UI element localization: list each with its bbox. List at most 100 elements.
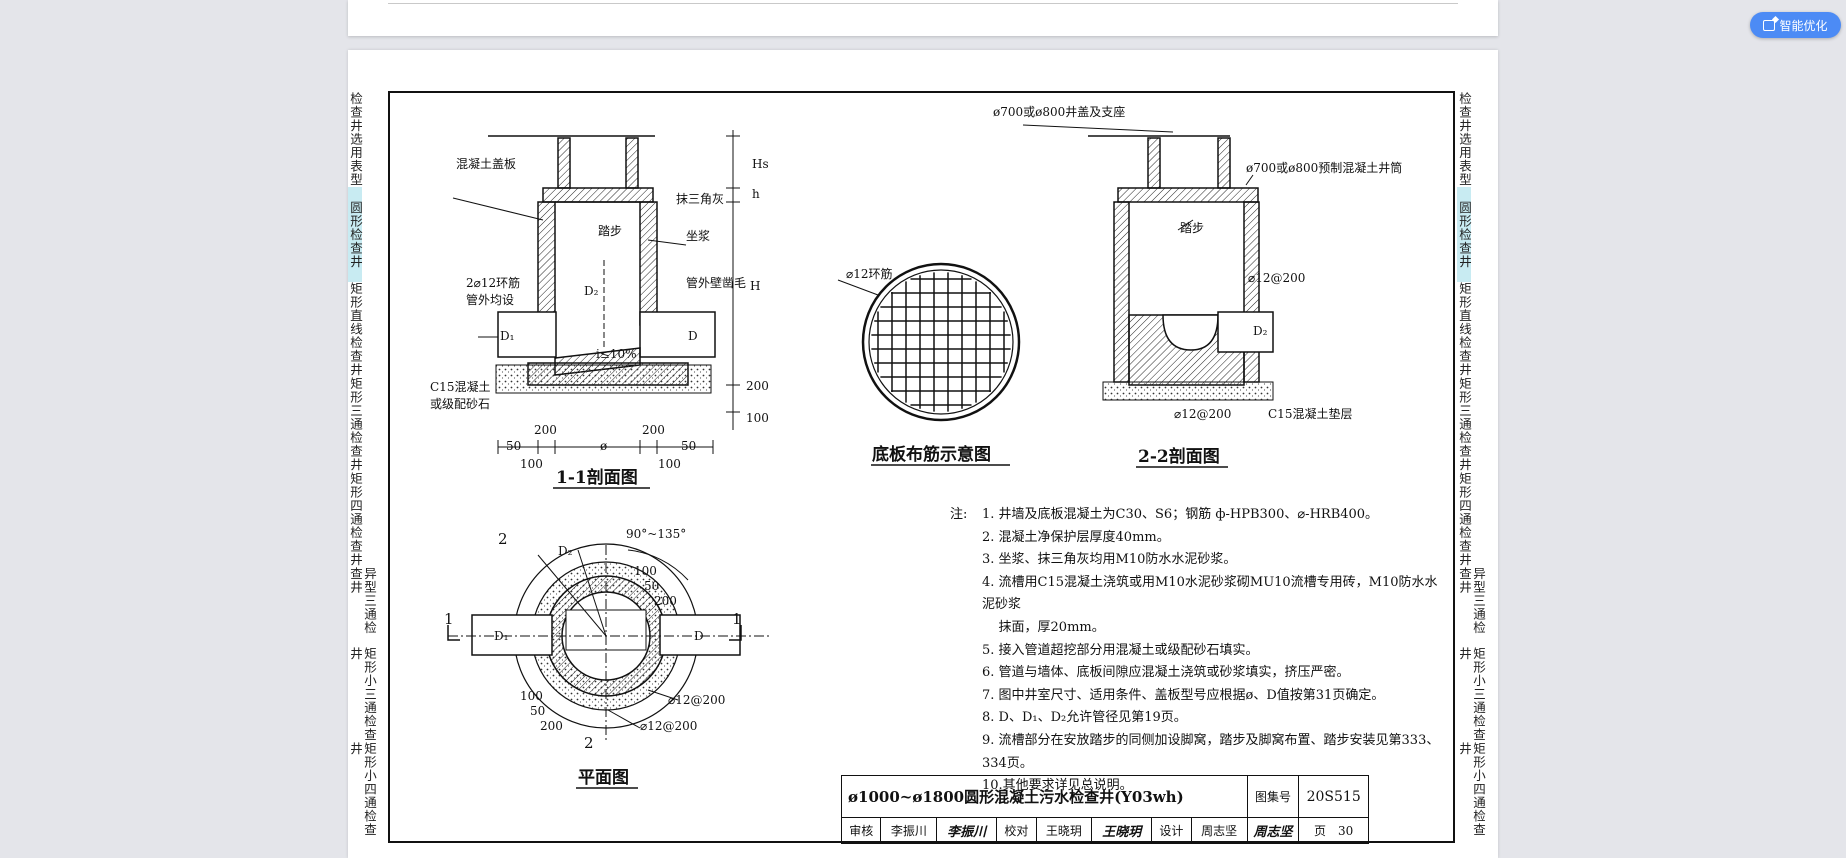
notes-section: 注: 1. 井墙及底板混凝土为C30、S6；钢筋 ф-HPB300、⌀-HRB4… (950, 504, 1450, 798)
label-ring-rebar: 2⌀12环筋 (466, 275, 520, 290)
tab-label: 矩形直线检查井 (348, 282, 363, 377)
label-mortar: 坐浆 (686, 228, 710, 243)
tab-label: 矩形四通检查井 (1457, 472, 1472, 567)
designer-name: 周志坚 (1190, 817, 1248, 844)
left-tab-rect-tee[interactable]: 矩形三通检查井 (348, 377, 363, 472)
left-tab-round-well[interactable]: 圆形检查井 (348, 187, 363, 282)
previous-page (348, 0, 1498, 36)
dim-phi: ø (600, 439, 607, 453)
right-tab-rect-tee[interactable]: 矩形三通检查井 (1457, 377, 1472, 472)
left-side-tabs: 检查井选用表型 圆形检查井 矩形直线检查井 矩形三通检查井 矩形四通检查井 异型… (348, 92, 388, 837)
right-tab-rect-cross[interactable]: 矩形四通检查井 (1457, 472, 1472, 567)
cover-slab (542, 187, 654, 203)
label-c15-cushion: C15混凝土垫层 (1268, 406, 1352, 421)
section-1-1-labels: 混凝土盖板 坐浆 抹三角灰 踏步 2⌀12环筋 管外均设 管外壁凿毛 C15混凝… (430, 156, 769, 488)
dim-100-left: 100 (520, 457, 543, 471)
dim-200-vert: 200 (746, 379, 769, 393)
drawing-title: ø1000~ø1800圆形混凝土污水检查井(Y03wh) (841, 775, 1248, 818)
dim-50-left: 50 (506, 439, 521, 453)
section-1-1-title: 1-1剖面图 (556, 467, 638, 488)
right-tab-rect-small-tee[interactable]: 矩形小三通检查井 (1457, 647, 1486, 742)
left-tab-selection-table[interactable]: 检查井选用表型 (348, 92, 363, 187)
note-item: 3. 坐浆、抹三角灰均用M10防水水泥砂浆。 (982, 552, 1237, 568)
left-tab-rect-small-cross[interactable]: 矩形小四通检查井 (348, 742, 377, 837)
left-tab-rect-straight[interactable]: 矩形直线检查井 (348, 282, 363, 377)
label-precast-tube: ø700或ø800预制混凝土井筒 (1246, 160, 1402, 175)
tab-label: 检查井选用表型 (348, 92, 363, 187)
rebar-grid (871, 272, 1011, 412)
right-tab-special-tee[interactable]: 异型三通检查井 (1457, 567, 1486, 647)
label-triangle-ash: 抹三角灰 (676, 192, 724, 206)
rebar-diagram: ⌀12环筋 底板布筋示意图 (837, 262, 1021, 466)
label-step: 踏步 (598, 224, 622, 238)
label-rebar-plan-2: ⌀12@200 (640, 719, 697, 733)
page-number: 30 (1338, 824, 1354, 838)
label-slope: i≤10% (596, 347, 637, 361)
atlas-label: 图集号 (1246, 775, 1300, 818)
tab-label: 圆形检查井 (348, 200, 363, 269)
label-ring-rebar-plan: ⌀12环筋 (846, 266, 893, 281)
label-manhole-cover: ø700或ø800井盖及支座 (993, 104, 1125, 119)
label-c15: C15混凝土 (430, 379, 490, 394)
tab-label: 异型三通检查井 (348, 567, 377, 635)
label-c15-alt: 或级配砂石 (430, 397, 490, 411)
atlas-number: 20S515 (1298, 775, 1369, 818)
section-mark-2-top: 2 (498, 530, 508, 548)
label-d1: D₁ (500, 329, 514, 343)
tab-label: 矩形小四通检查井 (348, 742, 377, 837)
dim-200-plan-top: 200 (654, 594, 677, 608)
right-tab-rect-small-cross[interactable]: 矩形小四通检查井 (1457, 742, 1486, 837)
smart-optimize-button[interactable]: 智能优化 (1750, 12, 1841, 38)
plan-view-labels: 90°~135° ⌀12@200 ⌀12@200 D D₁ D₂ 100 50 … (444, 527, 742, 788)
dim-50-right: 50 (681, 439, 696, 453)
note-item: 9. 流槽部分在安放踏步的同侧加设脚窝，踏步及脚窝布置、踏步安装见第333、33… (982, 732, 1440, 771)
dim-100-vert: 100 (746, 411, 769, 425)
checker-name: 王晓玥 (1035, 817, 1093, 844)
notes-list: 1. 井墙及底板混凝土为C30、S6；钢筋 ф-HPB300、⌀-HRB400。… (950, 504, 1450, 798)
tab-label: 矩形四通检查井 (348, 472, 363, 567)
page-cell: 页 30 (1298, 817, 1369, 844)
optimize-icon (1763, 19, 1776, 31)
page-label: 页 (1314, 824, 1327, 838)
section-mark-2-bottom: 2 (584, 734, 594, 752)
dim-100-right: 100 (658, 457, 681, 471)
tab-label: 矩形小三通检查井 (1457, 647, 1486, 742)
designer-signature: 周志坚 (1246, 817, 1300, 844)
section-2-2 (1022, 124, 1274, 401)
label-d: D (688, 329, 698, 343)
reviewer-name: 李振川 (880, 817, 938, 844)
label-d1-plan: D₁ (494, 629, 508, 643)
document-page: 检查井选用表型 圆形检查井 矩形直线检查井 矩形三通检查井 矩形四通检查井 异型… (348, 50, 1498, 858)
engineering-drawing: 混凝土盖板 坐浆 抹三角灰 踏步 2⌀12环筋 管外均设 管外壁凿毛 C15混凝… (430, 104, 1402, 789)
right-tab-round-well[interactable]: 圆形检查井 (1457, 187, 1472, 282)
left-tab-rect-cross[interactable]: 矩形四通检查井 (348, 472, 363, 567)
dim-100-plan-bottom: 100 (520, 689, 543, 703)
label-h-big: H (750, 279, 760, 293)
neck-right-wall (625, 137, 639, 189)
right-tab-selection-table[interactable]: 检查井选用表型 (1457, 92, 1472, 187)
check-label: 校对 (996, 817, 1037, 844)
notes-heading: 注: (950, 507, 968, 522)
tab-label: 检查井选用表型 (1457, 92, 1472, 187)
page-edge-line (388, 3, 1458, 4)
right-tab-rect-straight[interactable]: 矩形直线检查井 (1457, 282, 1472, 377)
neck-left-wall (557, 137, 571, 189)
label-pipe-roughen: 管外壁凿毛 (686, 275, 746, 290)
review-label: 审核 (840, 817, 882, 844)
tab-label: 异型三通检查井 (1457, 567, 1486, 635)
title-block: ø1000~ø1800圆形混凝土污水检查井(Y03wh) 图集号 20S515 … (840, 775, 1369, 844)
tab-label: 矩形直线检查井 (1457, 282, 1472, 377)
left-tab-special-tee[interactable]: 异型三通检查井 (348, 567, 377, 647)
left-tab-rect-small-tee[interactable]: 矩形小三通检查井 (348, 647, 377, 742)
shaft-right-wall (639, 201, 658, 326)
shaft-left-wall (537, 201, 556, 326)
label-rebar-bottom: ⌀12@200 (1174, 407, 1231, 421)
label-cover-slab: 混凝土盖板 (456, 156, 516, 171)
label-h-small: h (752, 187, 760, 201)
label-angle: 90°~135° (626, 527, 686, 541)
right-pipe (639, 311, 716, 358)
label-rebar-2-2: ⌀12@200 (1248, 271, 1305, 285)
label-d2-2-2: D₂ (1253, 324, 1268, 338)
tab-label: 矩形三通检查井 (348, 377, 363, 472)
tab-label: 圆形检查井 (1457, 200, 1472, 269)
